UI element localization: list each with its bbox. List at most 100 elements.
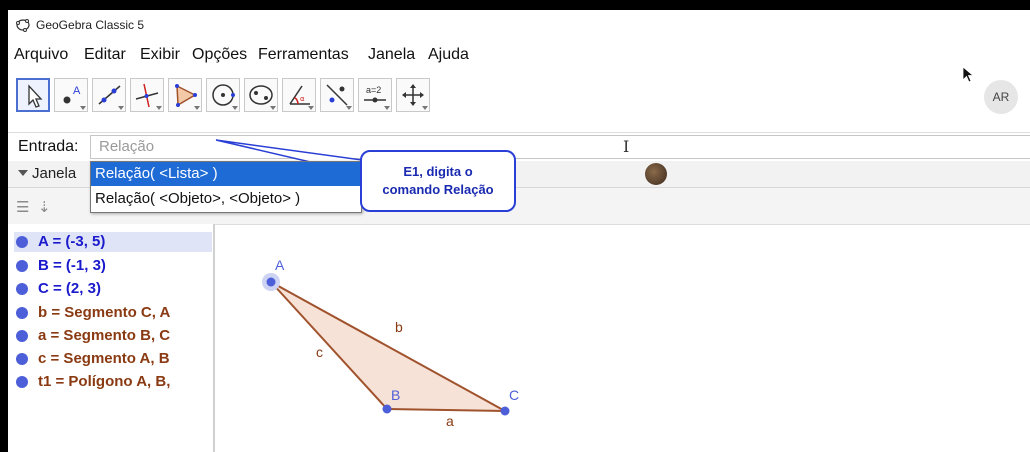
menu-exibir[interactable]: Exibir <box>140 46 181 63</box>
toolbar: A α a=2 <box>8 72 1030 124</box>
angle-tool-button[interactable]: α <box>282 78 316 112</box>
line-tool-button[interactable] <box>92 78 126 112</box>
annotation-callout: E1, digita o comando Relação <box>360 150 516 212</box>
point-tool-label: A <box>73 85 81 97</box>
algebra-item[interactable]: b = Segmento C, A <box>14 303 212 323</box>
dropdown-indicator-icon <box>308 106 314 110</box>
autocomplete-popup: Relação( <Lista> ) Relação( <Objeto>, <O… <box>90 161 362 213</box>
polygon-tool-button[interactable] <box>168 78 202 112</box>
frame-border-top <box>0 0 1030 10</box>
algebra-item[interactable]: a = Segmento B, C <box>14 326 212 346</box>
title-bar: GeoGebra Classic 5 <box>8 10 1030 40</box>
reflect-icon <box>326 84 348 106</box>
dropdown-indicator-icon <box>422 106 428 110</box>
algebra-item[interactable]: c = Segmento A, B <box>14 349 212 369</box>
visibility-dot-icon[interactable] <box>16 376 28 388</box>
dropdown-indicator-icon <box>346 106 352 110</box>
visibility-dot-icon[interactable] <box>16 260 28 272</box>
dropdown-indicator-icon <box>156 106 162 110</box>
ar-button[interactable]: AR <box>984 80 1018 114</box>
perpendicular-tool-button[interactable] <box>130 78 164 112</box>
menu-janela[interactable]: Janela <box>368 46 416 63</box>
slider-tool-button[interactable]: a=2 <box>358 78 392 112</box>
algebra-view-title: Janela <box>32 165 77 182</box>
graphics-view[interactable]: A B C b c a <box>215 224 1030 452</box>
input-label: Entrada: <box>18 138 79 155</box>
point-c-label: C <box>509 387 519 403</box>
line-icon <box>98 85 121 105</box>
autocomplete-item[interactable]: Relação( <Objeto>, <Objeto> ) <box>91 187 361 211</box>
dropdown-indicator-icon <box>80 106 86 110</box>
callout-line-2: comando Relação <box>382 182 494 197</box>
segment-a[interactable] <box>386 408 506 412</box>
text-cursor-icon: I <box>623 137 630 156</box>
dropdown-indicator-icon <box>270 106 276 110</box>
point-icon: A <box>63 85 81 104</box>
input-field-value: Relação <box>99 138 155 155</box>
visibility-dot-icon[interactable] <box>16 236 28 248</box>
menu-arquivo[interactable]: Arquivo <box>14 46 69 63</box>
point-b-label: B <box>391 387 400 403</box>
cursor-arrow-icon <box>28 84 43 108</box>
algebra-item-text: a = Segmento B, C <box>38 327 171 344</box>
polygon-icon <box>175 84 197 107</box>
webcam-avatar-icon <box>645 163 667 185</box>
point-c[interactable] <box>500 406 510 416</box>
visibility-dot-icon[interactable] <box>16 353 28 365</box>
visibility-dot-icon[interactable] <box>16 283 28 295</box>
autocomplete-item-text: Relação( <Objeto>, <Objeto> ) <box>95 190 301 207</box>
algebra-item-text: b = Segmento C, A <box>38 304 171 321</box>
algebra-description-icon[interactable]: ☰ <box>16 199 30 216</box>
segment-c[interactable] <box>270 281 388 410</box>
sort-icon[interactable]: ⇣ <box>38 199 51 216</box>
segment-c-label: c <box>316 344 323 360</box>
algebra-item-text: A = (-3, 5) <box>38 233 106 250</box>
dropdown-indicator-icon <box>232 106 238 110</box>
slider-icon: a=2 <box>364 85 386 103</box>
point-b[interactable] <box>382 404 392 414</box>
menu-bar: Arquivo Editar Exibir Opções Ferramentas… <box>8 40 1030 70</box>
algebra-item-text: B = (-1, 3) <box>38 257 106 274</box>
collapse-triangle-icon[interactable] <box>18 170 28 176</box>
geogebra-app-icon <box>16 19 30 32</box>
conic-tool-button[interactable] <box>244 78 278 112</box>
autocomplete-item-selected[interactable]: Relação( <Lista> ) <box>91 162 361 186</box>
algebra-item-text: c = Segmento A, B <box>38 350 170 367</box>
circle-icon <box>212 84 235 106</box>
dropdown-indicator-icon <box>194 106 200 110</box>
frame-border-left <box>0 0 8 452</box>
algebra-item-text: t1 = Polígono A, B, <box>38 373 171 390</box>
algebra-item[interactable]: C = (2, 3) <box>14 279 212 299</box>
menu-editar[interactable]: Editar <box>84 46 126 63</box>
move-tool-button[interactable] <box>16 78 50 112</box>
algebra-view: A = (-3, 5) B = (-1, 3) C = (2, 3) b = S… <box>8 224 215 452</box>
algebra-item[interactable]: A = (-3, 5) <box>14 232 212 252</box>
window-title: GeoGebra Classic 5 <box>36 18 145 32</box>
menu-opcoes[interactable]: Opções <box>192 46 248 63</box>
segment-b[interactable] <box>270 281 506 412</box>
slider-tool-label: a=2 <box>366 85 381 95</box>
menu-ajuda[interactable]: Ajuda <box>428 46 469 63</box>
algebra-item[interactable]: B = (-1, 3) <box>14 256 212 276</box>
reflect-tool-button[interactable] <box>320 78 354 112</box>
visibility-dot-icon[interactable] <box>16 307 28 319</box>
visibility-dot-icon[interactable] <box>16 330 28 342</box>
input-field[interactable]: Relação <box>90 135 1030 159</box>
point-a[interactable] <box>266 277 276 287</box>
move-arrows-icon <box>402 84 424 106</box>
dropdown-indicator-icon <box>384 106 390 110</box>
point-tool-button[interactable]: A <box>54 78 88 112</box>
mouse-pointer-icon <box>962 66 975 83</box>
move-graphics-tool-button[interactable] <box>396 78 430 112</box>
autocomplete-item-text: Relação( <Lista> ) <box>95 165 218 182</box>
ellipse-icon <box>249 85 273 105</box>
circle-tool-button[interactable] <box>206 78 240 112</box>
algebra-item-text: C = (2, 3) <box>38 280 101 297</box>
menu-ferramentas[interactable]: Ferramentas <box>258 46 349 63</box>
segment-a-label: a <box>446 413 454 429</box>
callout-line-1: E1, digita o <box>403 164 473 179</box>
point-a-label: A <box>275 257 285 273</box>
algebra-item[interactable]: t1 = Polígono A, B, <box>14 372 212 392</box>
